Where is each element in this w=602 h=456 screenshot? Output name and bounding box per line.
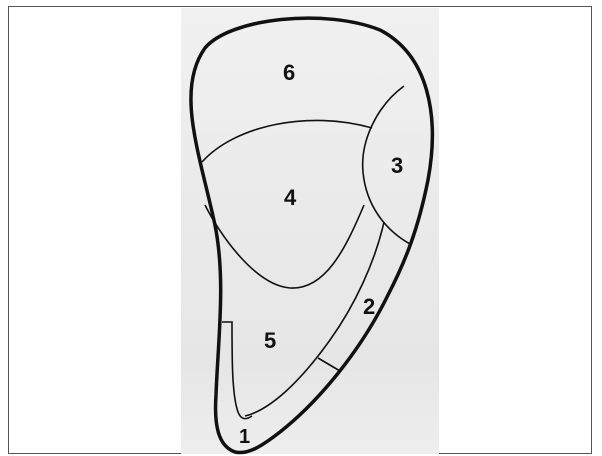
region-4-label: 4	[284, 185, 297, 210]
region-3-label: 3	[391, 153, 403, 178]
region-6-label: 6	[283, 60, 295, 85]
region-5-label: 5	[264, 328, 276, 353]
boundary-region-5-notch	[222, 322, 252, 419]
region-1-label: 1	[239, 426, 250, 448]
boundary-region-2-inner	[245, 222, 384, 416]
boundary-region-4-lower	[205, 205, 364, 288]
region-2-label: 2	[363, 294, 375, 319]
boundary-6-4	[202, 120, 372, 162]
boundary-2-divider	[318, 358, 340, 371]
